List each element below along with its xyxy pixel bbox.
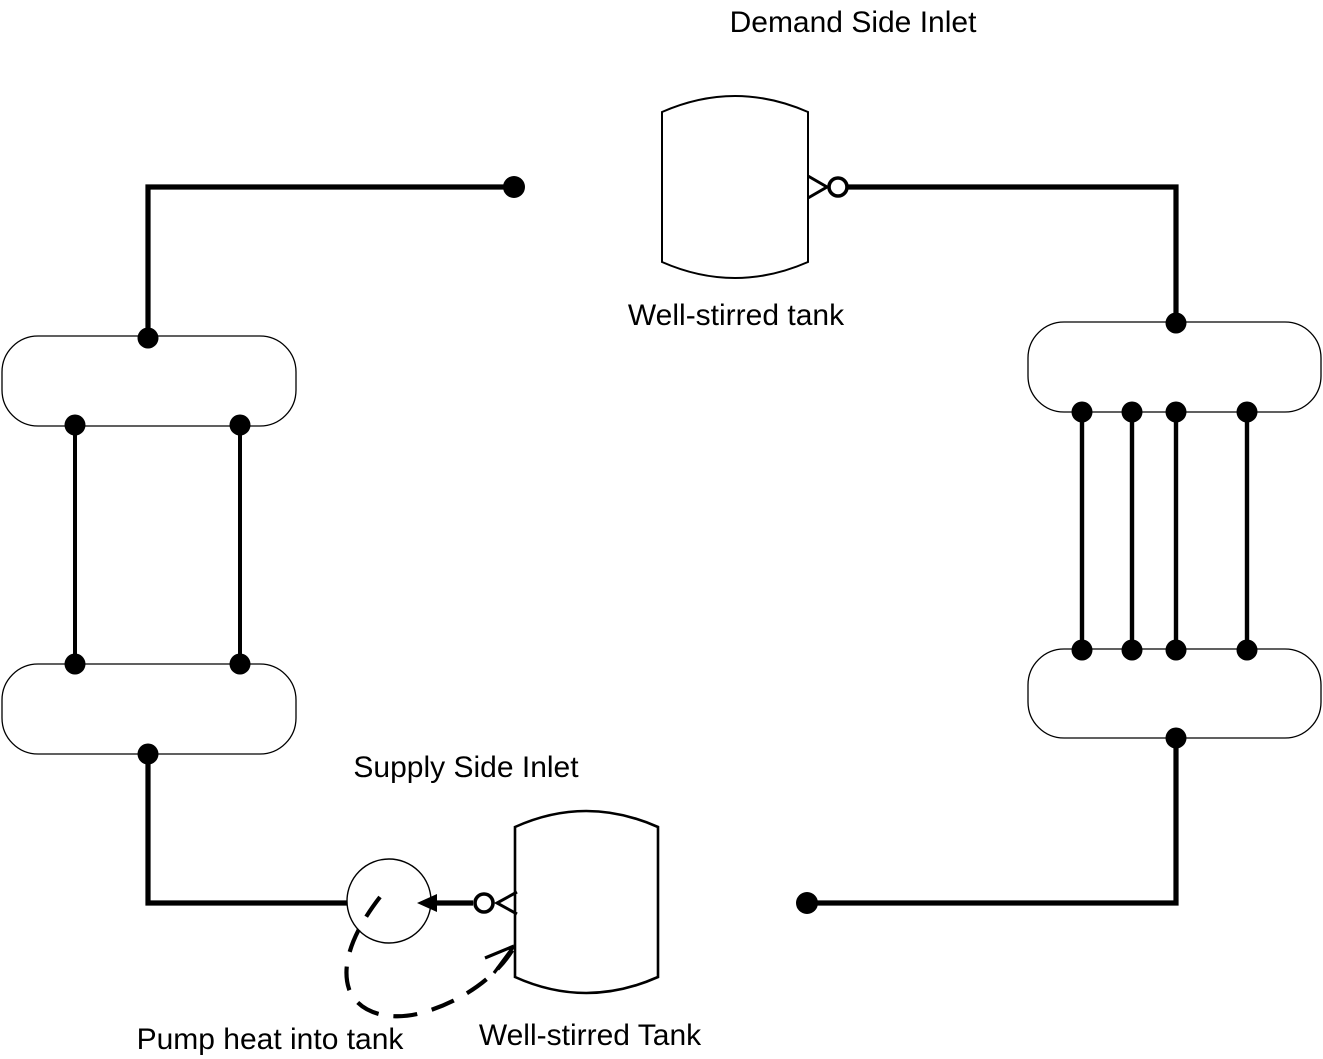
loop-pipes — [145, 184, 1179, 906]
node-dot — [1165, 312, 1187, 334]
manifolds — [1, 321, 1322, 755]
node-dot — [1071, 401, 1093, 423]
node-dots — [64, 176, 1258, 914]
right-upper-manifold — [1027, 321, 1322, 413]
node-dot — [137, 327, 159, 349]
supply-tank-caption: Well-stirred Tank — [479, 1019, 702, 1052]
demand-tank-outlet-arrow-icon — [807, 174, 830, 200]
pipe-end-dot — [503, 176, 525, 198]
pump-heat-arrowhead-icon — [484, 944, 516, 974]
pipe-end-dot — [796, 892, 818, 914]
pump-heat-dashed-curve — [344, 895, 515, 1019]
left-manifold-branches — [73, 426, 242, 664]
demand-side-inlet-label: Demand Side Inlet — [730, 6, 977, 39]
demand-well-stirred-tank — [661, 95, 809, 279]
pipe-demand-tank-to-right-manifold — [847, 184, 1179, 322]
demand-tank-caption: Well-stirred tank — [628, 299, 845, 332]
node-dot — [137, 743, 159, 765]
node-dot — [1165, 401, 1187, 423]
node-dot — [229, 653, 251, 675]
node-dot — [64, 414, 86, 436]
pipe-right-bottom-run — [807, 738, 1179, 906]
node-dot — [1165, 727, 1187, 749]
supply-tank-outlet-arrow-icon — [493, 890, 518, 916]
supply-outlet-node-circle — [473, 892, 495, 914]
diagram-labels: Demand Side Inlet Well-stirred tank Supp… — [137, 6, 977, 1056]
pipe-left-top-run — [145, 184, 514, 336]
node-dot — [1236, 401, 1258, 423]
node-dot — [1071, 639, 1093, 661]
pipe-left-manifold-to-pump — [145, 754, 347, 906]
node-dot — [1236, 639, 1258, 661]
node-dot — [64, 653, 86, 675]
supply-well-stirred-tank — [513, 809, 660, 995]
pump-heat-annotation-label: Pump heat into tank — [137, 1023, 405, 1056]
right-lower-manifold — [1027, 648, 1322, 739]
pump-inlet-arrowhead-icon — [417, 894, 437, 912]
left-upper-manifold — [1, 335, 297, 427]
right-manifold-branches — [1079, 412, 1250, 649]
left-lower-manifold — [1, 663, 297, 755]
node-dot — [1165, 639, 1187, 661]
node-dot — [1121, 639, 1143, 661]
demand-outlet-node-circle — [827, 176, 849, 198]
supply-side-inlet-label: Supply Side Inlet — [353, 751, 579, 784]
tank-outlet-connectors — [417, 174, 849, 916]
node-dot — [229, 414, 251, 436]
node-dot — [1121, 401, 1143, 423]
pump-heat-annotation — [344, 895, 516, 1019]
